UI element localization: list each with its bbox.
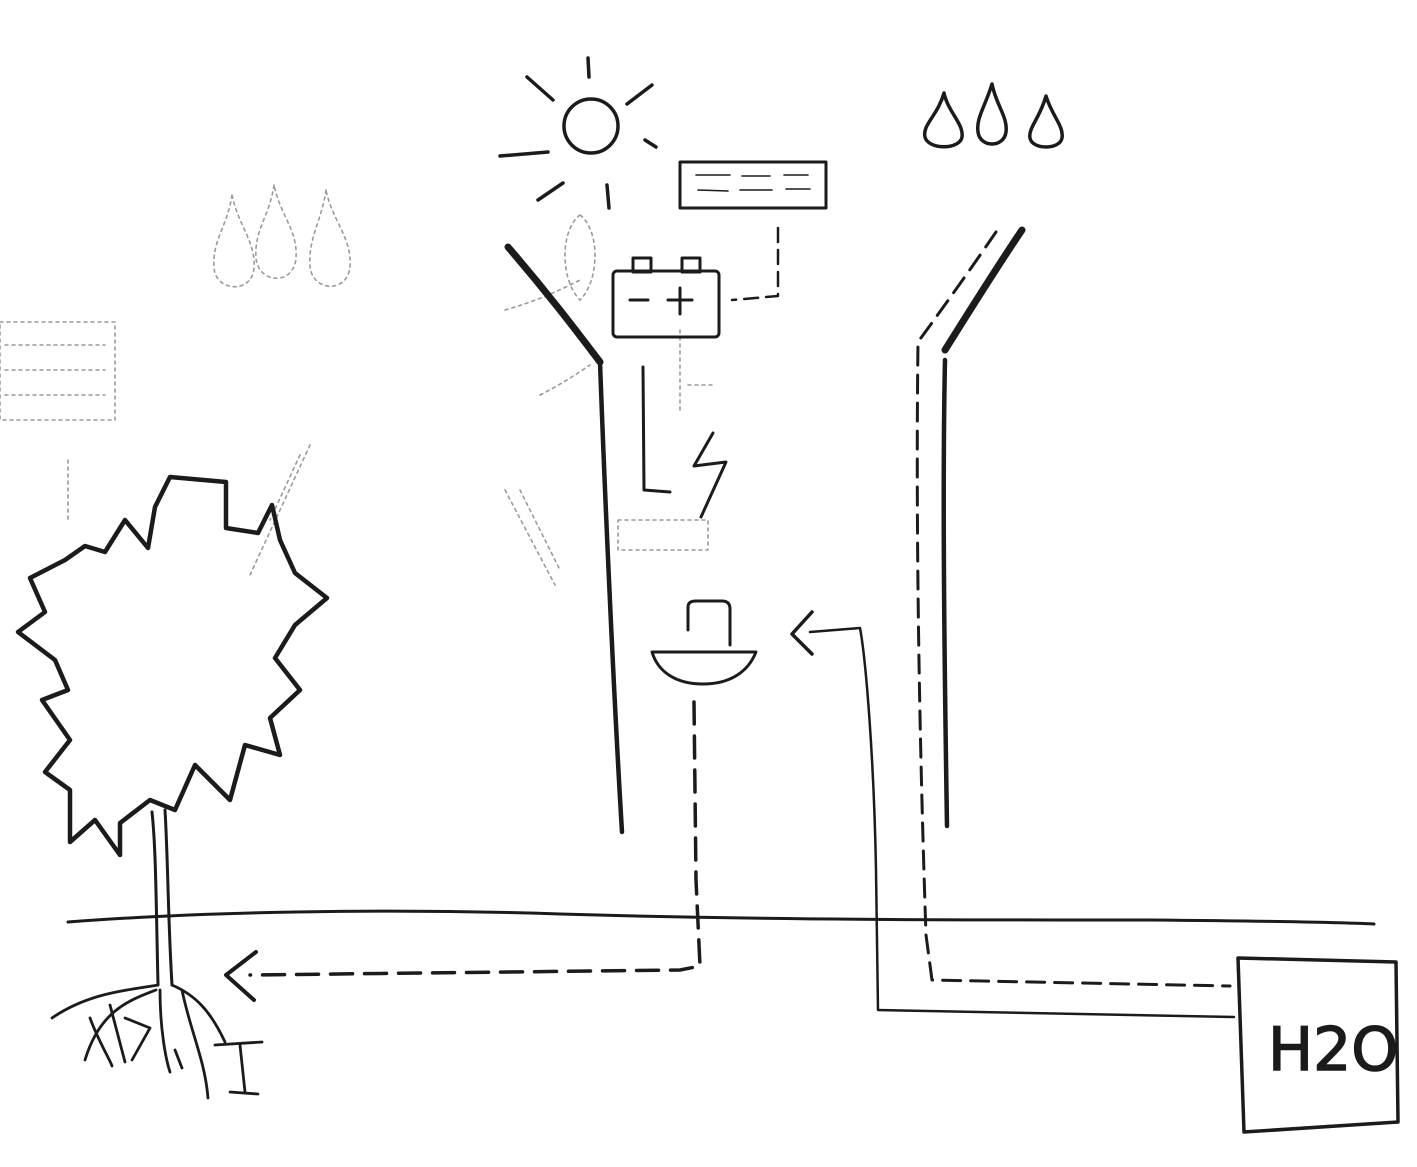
collection-pipe — [915, 230, 1232, 988]
drain-arrowhead — [224, 950, 258, 1002]
sun-icon — [498, 56, 658, 210]
supply-arrowhead — [790, 610, 814, 656]
bleed-through-ghost — [0, 184, 713, 586]
battery-wire — [641, 365, 672, 494]
solar-panel-icon — [678, 160, 828, 210]
water-storage-tank: H2O — [1236, 956, 1400, 1134]
supply-pipe — [808, 626, 1236, 1019]
left-catchment-wall — [504, 243, 604, 366]
panel-wire — [730, 226, 780, 302]
battery-icon — [611, 256, 721, 339]
lightning-bolt-icon — [692, 431, 728, 519]
right-catchment-post — [941, 357, 950, 829]
tank-label: H2O — [1268, 1015, 1399, 1085]
rain-drops-icon — [922, 82, 1064, 149]
left-catchment-post — [597, 359, 625, 835]
ground-line — [66, 909, 1376, 926]
right-catchment-wall — [941, 226, 1026, 354]
faucet-sink-icon — [650, 599, 758, 686]
greywater-drain — [248, 700, 702, 977]
tree-icon — [15, 474, 330, 1100]
